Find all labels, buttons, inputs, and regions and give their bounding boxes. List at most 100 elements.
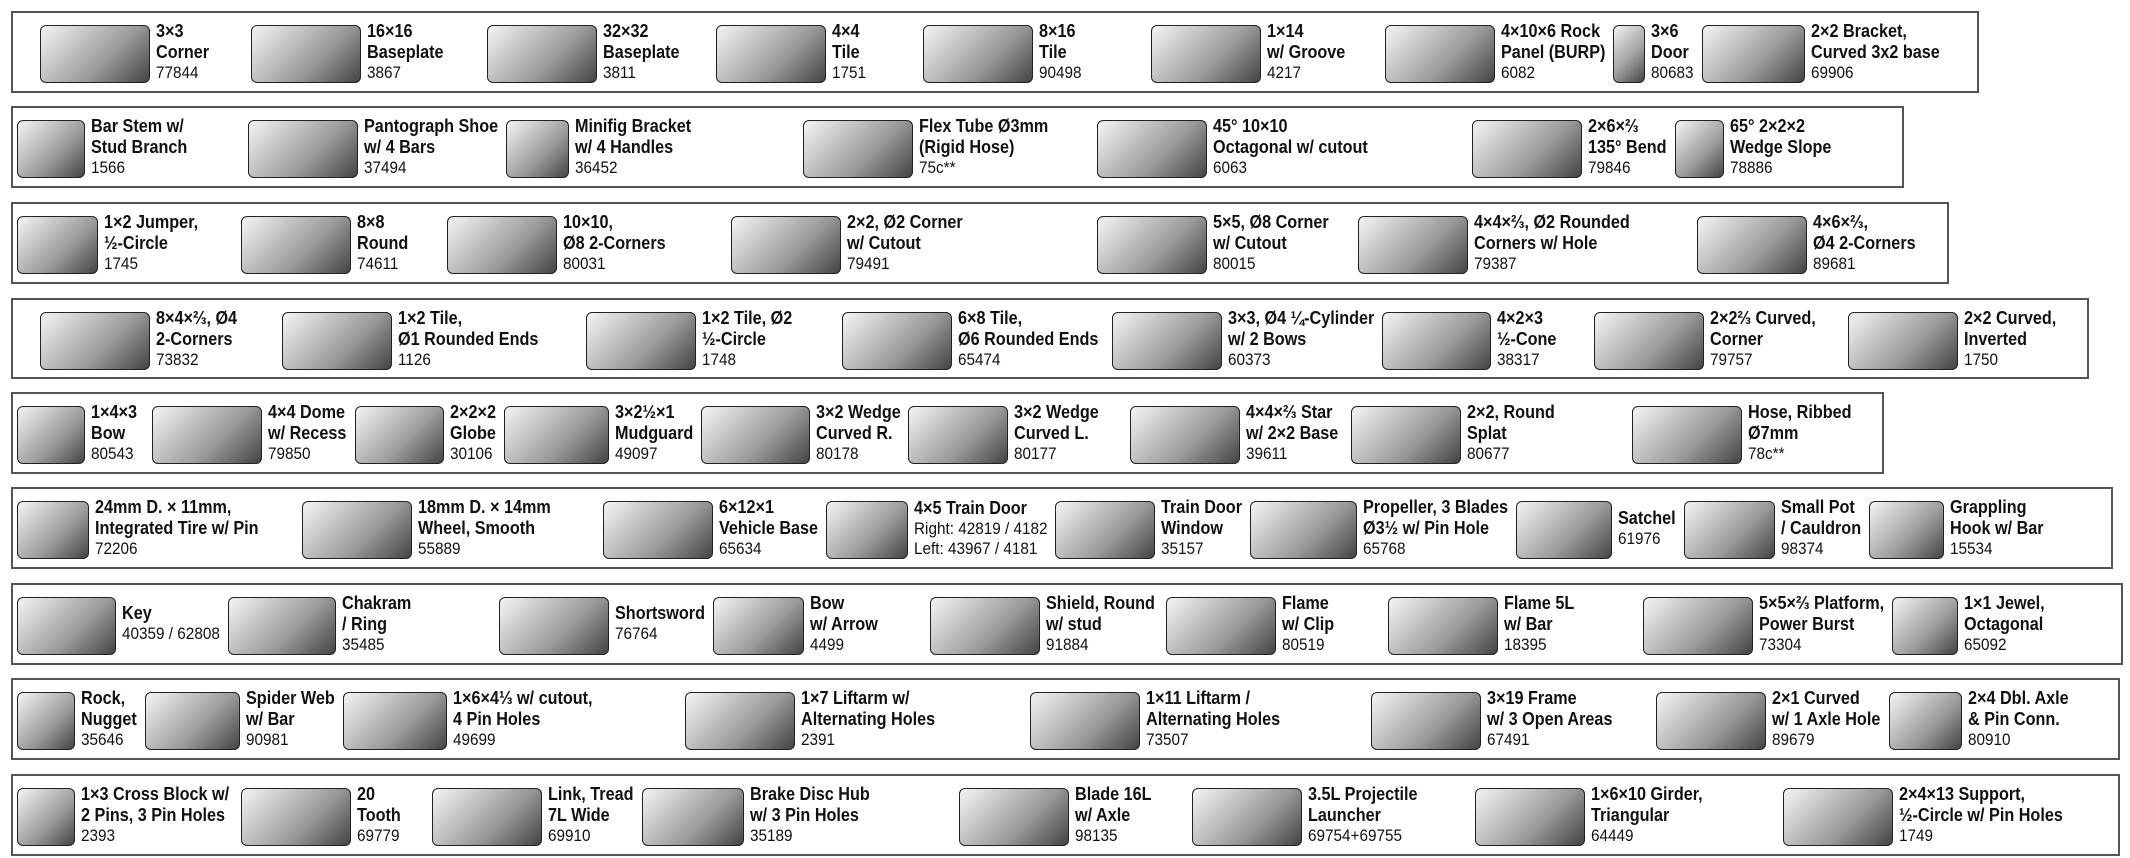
part-name: 8×4×⅔, Ø4	[156, 307, 238, 328]
cylinder-icon	[1111, 311, 1222, 370]
part-number: 69910	[548, 825, 591, 845]
part-number: 1566	[90, 158, 125, 178]
part-name: 4×2×3	[1496, 307, 1543, 328]
power-burst-icon	[1642, 596, 1753, 655]
part-number: 30106	[449, 443, 493, 463]
part-name: 24mm D. × 11mm,	[94, 497, 232, 518]
tile-icon	[586, 311, 697, 370]
connector-icon	[1888, 692, 1962, 751]
curved-slope-icon	[1593, 311, 1704, 370]
part-name: Tooth	[356, 804, 401, 825]
part-number: 49699	[452, 730, 496, 750]
part-number: 35189	[750, 825, 793, 845]
part-name: w/ Clip	[1282, 613, 1335, 634]
part-number: 65092	[1963, 634, 2007, 654]
part-number: 69906	[1810, 62, 1854, 82]
part-number: 72206	[94, 539, 138, 559]
part-number: 73507	[1145, 730, 1189, 750]
part-name: 3×3, Ø4 ¼-Cylinder	[1227, 307, 1375, 328]
part-name: Spider Web	[246, 688, 336, 709]
part-name: 1×2 Tile, Ø2	[702, 307, 793, 328]
flame-icon	[1166, 596, 1277, 655]
part-name: ½-Circle	[702, 328, 767, 349]
bar-stem-icon	[17, 120, 85, 179]
part-name: w/ 1 Axle Hole	[1772, 709, 1881, 730]
jewel-icon	[1891, 596, 1958, 655]
part-number: 98135	[1074, 825, 1118, 845]
part-name: Pantograph Shoe	[363, 116, 498, 137]
part-number: 90498	[1039, 62, 1083, 82]
part-number: 3867	[366, 62, 401, 82]
part-number: 65474	[957, 349, 1001, 369]
part-name: ½-Circle w/ Pin Holes	[1899, 804, 2064, 825]
part-name: 2×1 Curved	[1772, 688, 1861, 709]
part-name: w/ 2×2 Base	[1245, 422, 1338, 443]
part-name: 1×7 Liftarm w/	[800, 688, 910, 709]
part-name: w/ Arrow	[810, 613, 878, 634]
part-name: Propeller, 3 Blades	[1362, 497, 1508, 518]
part-name: Alternating Holes	[1145, 709, 1281, 730]
minifig-bracket-icon	[505, 120, 570, 179]
part-name: Hose, Ribbed	[1747, 401, 1852, 422]
part-name: Shortsword	[614, 603, 705, 624]
part-name: 4×6×⅔,	[1813, 211, 1869, 232]
part-name: 1×2 Jumper,	[104, 211, 199, 232]
train-door-icon	[825, 501, 908, 560]
tire-icon	[17, 501, 89, 560]
part-name: w/ Cutout	[1212, 232, 1287, 253]
flex-tube-icon	[803, 120, 914, 179]
part-name: Wheel, Smooth	[418, 518, 536, 539]
part-name: Triangular	[1590, 804, 1670, 825]
part-number: 4217	[1267, 62, 1302, 82]
plate-icon	[1697, 216, 1808, 275]
part-name: Baseplate	[602, 41, 680, 62]
curved-plate-icon	[1096, 216, 1207, 275]
part-name: w/ Cutout	[847, 232, 921, 253]
part-name: 16×16	[366, 20, 413, 41]
tile-icon	[841, 311, 952, 370]
part-name: Octagonal w/ cutout	[1212, 137, 1368, 158]
launcher-icon	[1192, 787, 1303, 846]
part-number: 4499	[810, 634, 845, 654]
part-number: 75c**	[919, 158, 956, 178]
part-name: Curved L.	[1013, 422, 1089, 443]
part-name: Rock,	[81, 688, 126, 709]
part-number: 15534	[1949, 539, 1993, 559]
part-name: 2×2 Curved,	[1963, 307, 2056, 328]
part-name: Mudguard	[614, 422, 694, 443]
part-name: 1×6×4⅓ w/ cutout,	[452, 688, 593, 709]
part-name: 4×10×6 Rock	[1500, 20, 1600, 41]
part-name: Minifig Bracket	[575, 116, 692, 137]
part-number: 18395	[1503, 634, 1547, 654]
part-name: 6×8 Tile,	[957, 307, 1022, 328]
tread-link-icon	[432, 787, 543, 846]
part-name: 2×4×13 Support,	[1899, 783, 2026, 804]
frame-icon	[343, 692, 447, 751]
part-number: 6063	[1212, 158, 1247, 178]
grappling-hook-icon	[1868, 501, 1944, 560]
part-number: 80677	[1466, 443, 1510, 463]
part-name: 2×2, Round	[1466, 401, 1555, 422]
wedge-slope-icon	[1674, 120, 1725, 179]
part-number: 1748	[702, 349, 737, 369]
part-name: 2-Corners	[156, 328, 233, 349]
vehicle-base-icon	[602, 501, 713, 560]
